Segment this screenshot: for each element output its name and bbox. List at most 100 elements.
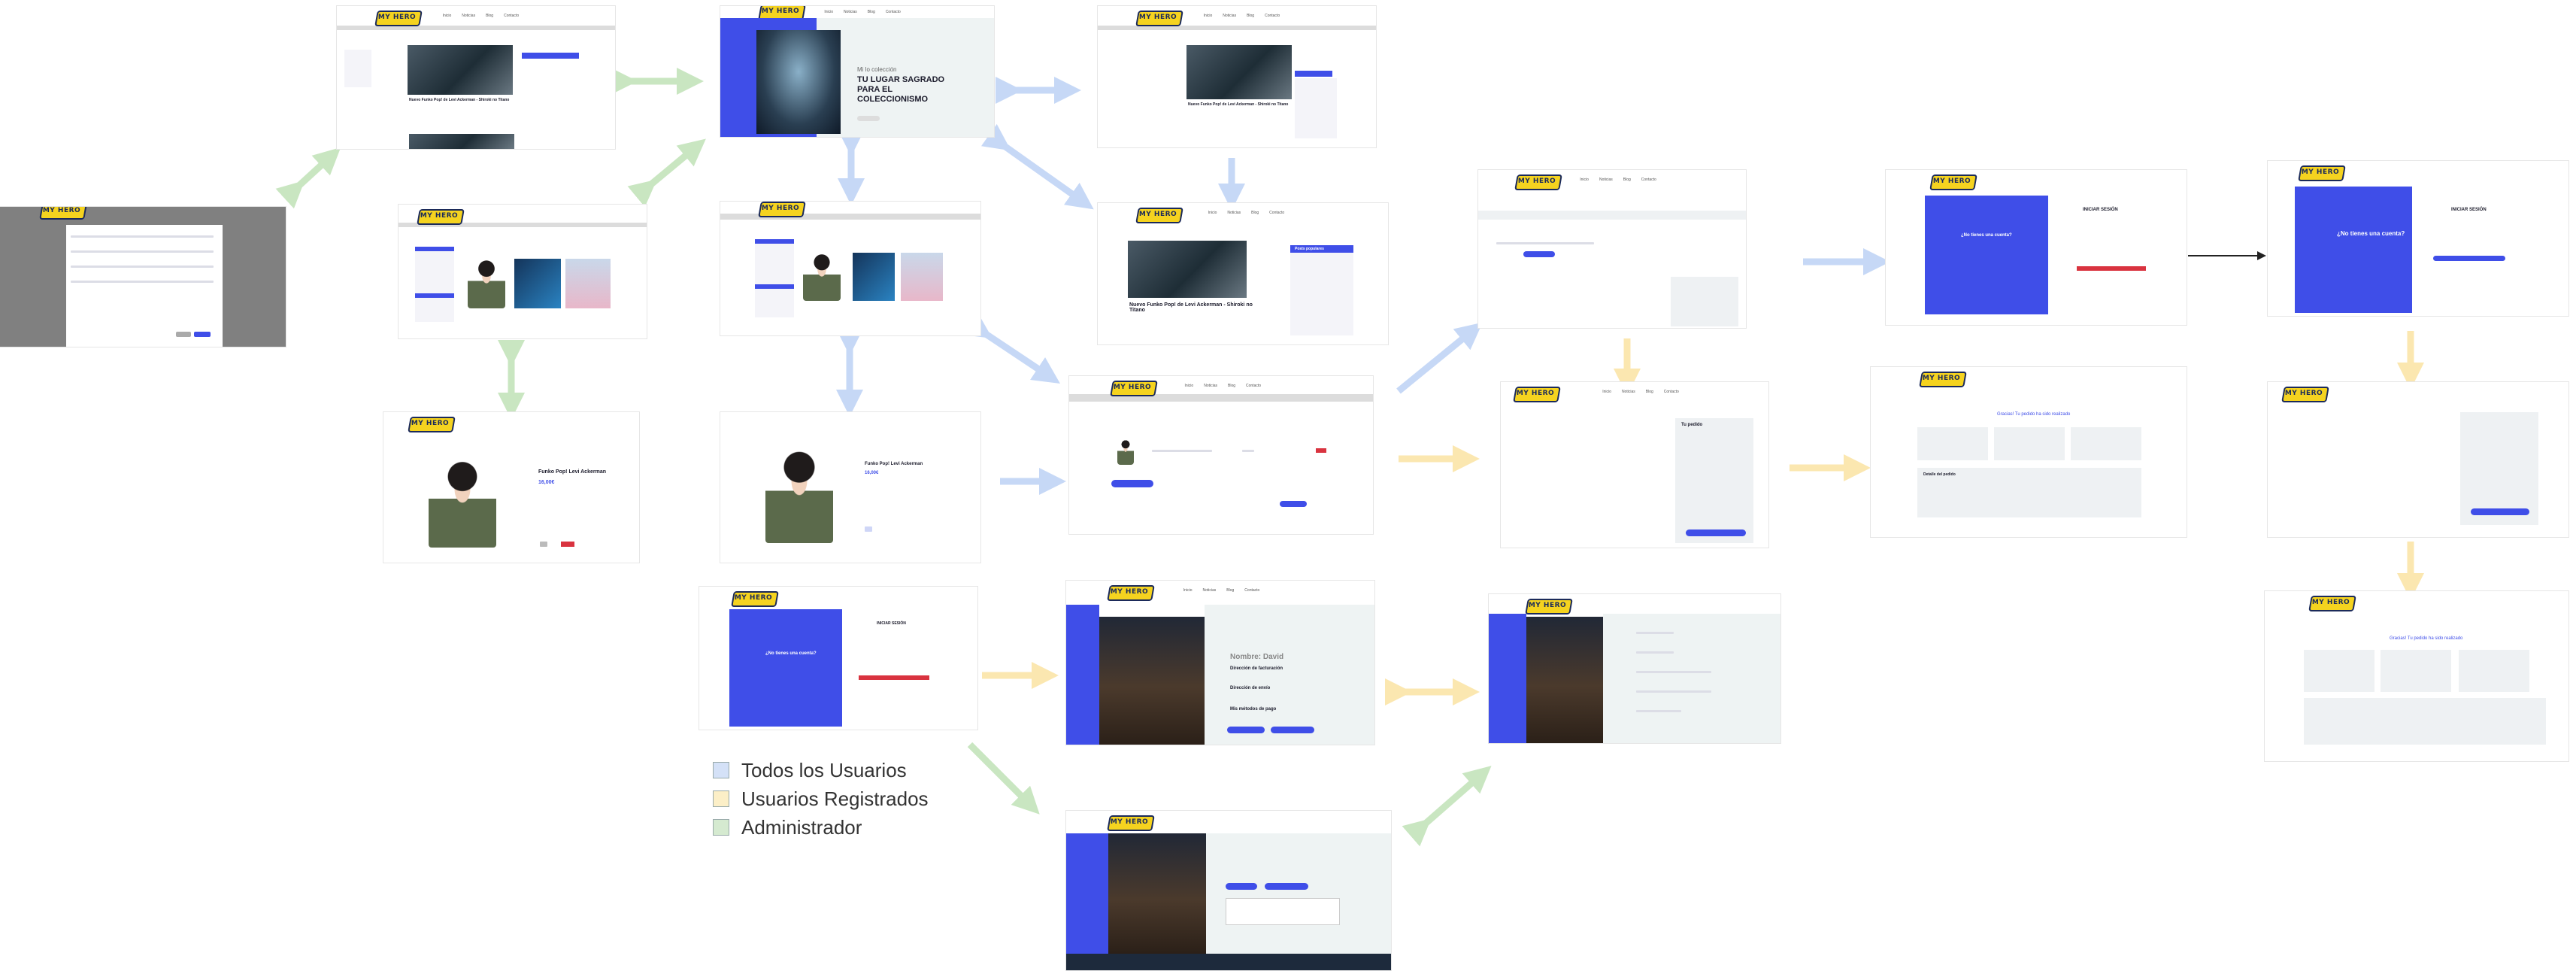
- popular-posts-title: Posts populares: [1295, 247, 1324, 251]
- nav-item[interactable]: Blog: [1247, 14, 1255, 18]
- screen-admin-modal: MY HERO: [0, 207, 286, 347]
- login-button[interactable]: [2077, 266, 2146, 271]
- nav-item[interactable]: Noticias: [1223, 14, 1237, 18]
- nav-item[interactable]: Inicio: [1208, 211, 1217, 215]
- logo: MY HERO: [1514, 171, 1562, 190]
- nav-item[interactable]: Blog: [1623, 178, 1631, 182]
- post-hero-image: [1128, 241, 1247, 298]
- arrow-admin-3: [627, 138, 706, 208]
- nav-item[interactable]: Inicio: [442, 14, 452, 18]
- profile-name: Nombre: David: [1230, 653, 1284, 661]
- checkout-button[interactable]: [1280, 501, 1307, 507]
- shipping-title: Dirección de envío: [1230, 686, 1271, 690]
- login-title: INICIAR SESIÓN: [877, 621, 906, 626]
- logo: MY HERO: [2281, 384, 2329, 402]
- post-title: Nuevo Funko Pop! de Levi Ackerman - Shir…: [1129, 302, 1253, 313]
- logo: MY HERO: [1135, 8, 1183, 26]
- nav-item[interactable]: Noticias: [1204, 384, 1217, 388]
- login-button[interactable]: [2433, 256, 2505, 261]
- order-detail-title: Detalle del pedido: [1923, 472, 1956, 477]
- hero-figure-image: [756, 30, 841, 134]
- nav-item[interactable]: Contacto: [504, 14, 520, 18]
- nav-item[interactable]: Blog: [1226, 588, 1235, 593]
- payment-title: Mis métodos de pago: [1230, 707, 1277, 712]
- login-button[interactable]: [859, 675, 929, 680]
- post-hero-image: [408, 45, 513, 95]
- nav-item[interactable]: Inicio: [824, 10, 833, 14]
- nav-item[interactable]: Contacto: [1246, 384, 1262, 388]
- login-title: INICIAR SESIÓN: [2451, 208, 2487, 212]
- edit-info-button[interactable]: [1271, 727, 1314, 733]
- edit-button[interactable]: [540, 542, 547, 547]
- main-nav: Inicio Noticias Blog Contacto: [720, 6, 994, 18]
- finalize-purchase-button[interactable]: [1686, 529, 1746, 536]
- logo: MY HERO: [39, 207, 87, 220]
- nav-item[interactable]: Contacto: [1265, 14, 1280, 18]
- continue-shopping-button[interactable]: [1111, 480, 1153, 487]
- nav-item[interactable]: Contacto: [1663, 390, 1679, 394]
- screen-product-detail: Funko Pop! Levi Ackerman 16,00€: [720, 412, 980, 563]
- nav-item[interactable]: Noticias: [1227, 211, 1241, 215]
- delete-button[interactable]: [561, 542, 574, 547]
- nav-item[interactable]: Contacto: [1641, 178, 1656, 182]
- product-image: [429, 459, 496, 548]
- nav-item[interactable]: Inicio: [1580, 178, 1589, 182]
- nav-item[interactable]: Blog: [486, 14, 494, 18]
- logo: MY HERO: [1919, 369, 1967, 387]
- hero-cta-button[interactable]: [857, 116, 880, 121]
- arrow-admin-1: [275, 147, 341, 209]
- order-summary-title: Tu pedido: [1681, 423, 1703, 427]
- nav-item[interactable]: Noticias: [844, 10, 857, 14]
- add-to-cart-button[interactable]: [865, 526, 872, 532]
- arrow-all-3: [980, 123, 1094, 210]
- nav-item[interactable]: Noticias: [1621, 390, 1635, 394]
- nav-item[interactable]: Blog: [1228, 384, 1236, 388]
- nav-item[interactable]: Noticias: [1202, 588, 1217, 593]
- logo: MY HERO: [1107, 812, 1155, 831]
- product-price: 16,00€: [538, 480, 555, 485]
- nav-item[interactable]: Inicio: [1203, 14, 1213, 18]
- nav-item[interactable]: Inicio: [1184, 384, 1194, 388]
- screen-profile-edit: MY HERO: [1489, 594, 1780, 743]
- legend-swatch: [713, 790, 729, 807]
- nav-item[interactable]: Blog: [1251, 211, 1259, 215]
- order-thanks: Gracias! Tu pedido ha sido realizado: [1997, 412, 2071, 417]
- screen-login: MY HERO ¿No tienes una cuenta? INICIAR S…: [2268, 161, 2568, 316]
- nav-item[interactable]: Contacto: [885, 10, 901, 14]
- logo: MY HERO: [1110, 378, 1158, 396]
- product-price: 16,00€: [865, 471, 879, 475]
- main-nav: Inicio Noticias Blog Contacto: [1069, 376, 1373, 396]
- nav-item[interactable]: Inicio: [1602, 390, 1611, 394]
- admin-form-modal: [66, 225, 223, 347]
- main-nav: Inicio Noticias Blog Contacto: [337, 6, 615, 26]
- finalize-purchase-button[interactable]: [2471, 508, 2529, 515]
- main-nav: Inicio Noticias Blog Contacto: [1478, 170, 1746, 190]
- post-hero-image: [1186, 45, 1292, 99]
- nav-item[interactable]: Inicio: [1183, 588, 1193, 593]
- billing-title: Dirección de facturación: [1230, 666, 1283, 671]
- nav-item[interactable]: Blog: [867, 10, 875, 14]
- screen-admin-product-detail: MY HERO Funko Pop! Levi Ackerman 16,00€: [383, 412, 639, 563]
- legend-label: Administrador: [741, 815, 862, 839]
- logo: MY HERO: [1929, 171, 1977, 190]
- legend-swatch: [713, 819, 729, 836]
- nav-item[interactable]: Noticias: [1599, 178, 1613, 182]
- profile-photo: [1099, 617, 1205, 745]
- nav-item[interactable]: Noticias: [462, 14, 476, 18]
- cancel-button[interactable]: [176, 332, 191, 337]
- edit-profile-button[interactable]: [1227, 727, 1265, 733]
- main-nav: Inicio Noticias Blog Contacto: [1098, 203, 1388, 223]
- nav-item[interactable]: Contacto: [1244, 588, 1260, 593]
- legend-label: Usuarios Registrados: [741, 787, 929, 810]
- nav-item[interactable]: Contacto: [1269, 211, 1285, 215]
- save-button[interactable]: [194, 332, 211, 337]
- product-title: Funko Pop! Levi Ackerman: [865, 462, 923, 466]
- legend: Todos los Usuarios Usuarios Registrados …: [713, 756, 929, 842]
- screen-checkout-form: MY HERO Inicio Noticias Blog Contacto: [1478, 170, 1746, 328]
- post-title: Nuevo Funko Pop! de Levi Ackerman - Shir…: [1188, 102, 1289, 107]
- nav-item[interactable]: Blog: [1645, 390, 1653, 394]
- logo: MY HERO: [758, 202, 806, 217]
- arrow-all-8: [1396, 322, 1483, 394]
